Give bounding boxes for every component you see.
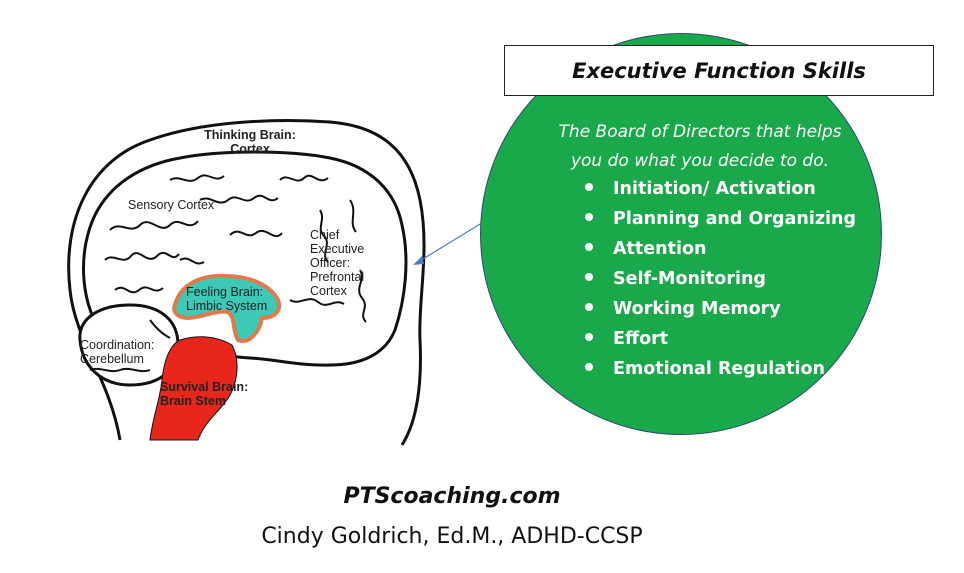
list-item: Initiation/ Activation (585, 174, 856, 204)
label-cerebellum: Coordination: Cerebellum (80, 338, 154, 366)
connector-arrow-head (413, 256, 424, 265)
label-limbic: Feeling Brain: Limbic System (186, 285, 267, 313)
bullet-icon (585, 333, 593, 341)
list-item: Attention (585, 234, 856, 264)
list-item: Planning and Organizing (585, 204, 856, 234)
list-item: Working Memory (585, 294, 856, 324)
bullet-icon (585, 363, 593, 371)
limbic-system-text: Limbic System (186, 299, 268, 313)
coordination-text: Coordination: (80, 338, 155, 352)
chief-text: Chief (310, 228, 340, 242)
head-outline (67, 119, 426, 446)
label-thinking-brain: Thinking Brain: Cortex (190, 128, 310, 156)
bullet-icon (585, 273, 593, 281)
bullet-icon (585, 243, 593, 251)
bullet-icon (585, 303, 593, 311)
panel-title: Executive Function Skills (572, 58, 866, 83)
skill-label: Emotional Regulation (613, 359, 825, 379)
bullet-icon (585, 213, 593, 221)
brain-stem (149, 336, 238, 441)
skill-label: Effort (613, 329, 669, 349)
label-sensory-cortex: Sensory Cortex (128, 198, 215, 212)
website-link[interactable]: PTScoaching.com (343, 484, 561, 509)
subtitle-line-2: you do what you decide to do. (570, 151, 830, 171)
label-brain-stem: Survival Brain: Brain Stem (160, 380, 248, 408)
brain-folds (104, 174, 367, 323)
author-credit: Cindy Goldrich, Ed.M., ADHD-CCSP (261, 524, 643, 549)
thinking-brain-text: Thinking Brain: (204, 128, 296, 142)
label-prefrontal: Chief Executive Officer: Prefrontal Cort… (310, 228, 364, 298)
executive-text: Executive (310, 242, 365, 256)
list-item: Self-Monitoring (585, 264, 856, 294)
skill-label: Working Memory (613, 299, 781, 319)
title-box: Executive Function Skills (504, 45, 934, 96)
skill-label: Planning and Organizing (613, 209, 856, 229)
skills-list: Initiation/ Activation Planning and Orga… (585, 174, 856, 384)
list-item: Effort (585, 324, 856, 354)
officer-text: Officer: (310, 256, 351, 270)
survival-brain-text: Survival Brain: (160, 380, 249, 394)
skill-label: Attention (613, 239, 707, 259)
executive-function-circle (480, 33, 882, 435)
cerebellum-text: Cerebellum (80, 352, 144, 366)
connector-arrow-line (417, 217, 491, 263)
brain-stem-text: Brain Stem (160, 394, 226, 408)
cerebellum-folds (89, 319, 171, 373)
panel-subtitle: The Board of Directors that helps you do… (520, 118, 880, 176)
prefrontal-text: Prefrontal (310, 270, 365, 284)
skill-label: Initiation/ Activation (613, 179, 816, 199)
cortex-text: Cortex (230, 142, 270, 156)
limbic-system (172, 273, 282, 343)
feeling-brain-text: Feeling Brain: (186, 285, 264, 299)
list-item: Emotional Regulation (585, 354, 856, 384)
subtitle-line-1: The Board of Directors that helps (558, 122, 842, 142)
skill-label: Self-Monitoring (613, 269, 766, 289)
bullet-icon (585, 183, 593, 191)
cortex2-text: Cortex (310, 284, 347, 298)
